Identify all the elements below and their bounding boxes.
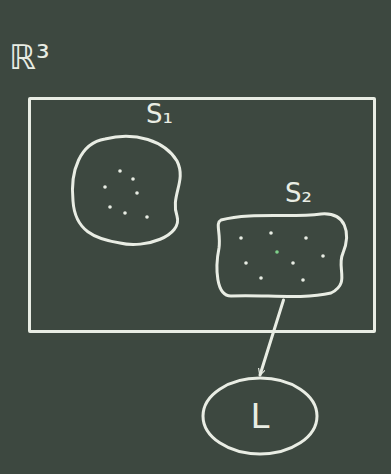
point-dot — [269, 231, 273, 235]
point-dot — [301, 278, 305, 282]
space-region: S₁S₂ℝ³ — [28, 97, 376, 333]
point-dot — [135, 191, 139, 195]
node-label: L — [251, 399, 270, 433]
point-dot — [123, 211, 127, 215]
blob-outline — [72, 136, 180, 244]
point-dot — [275, 250, 279, 254]
point-dot — [131, 177, 135, 181]
point-dot — [108, 205, 112, 209]
blob-outline — [65, 131, 190, 251]
point-dot — [291, 261, 295, 265]
point-set-blob: S₁ — [65, 131, 190, 251]
point-set-blob: S₂ — [211, 208, 356, 300]
point-dot — [145, 215, 149, 219]
point-dot — [321, 254, 325, 258]
circle-outline — [203, 378, 317, 454]
point-dot — [244, 261, 248, 265]
point-dot — [103, 185, 107, 189]
point-dot — [304, 236, 308, 240]
arrow-connector — [260, 300, 284, 375]
set-label: S₂ — [285, 180, 312, 206]
blob-outline — [217, 214, 347, 297]
set-label: ℝ³ — [9, 40, 50, 74]
point-dot — [239, 236, 243, 240]
target-circle: L — [200, 375, 320, 457]
point-dot — [259, 276, 263, 280]
set-label: S₁ — [146, 101, 173, 127]
point-dot — [118, 169, 122, 173]
blob-outline — [211, 208, 356, 300]
